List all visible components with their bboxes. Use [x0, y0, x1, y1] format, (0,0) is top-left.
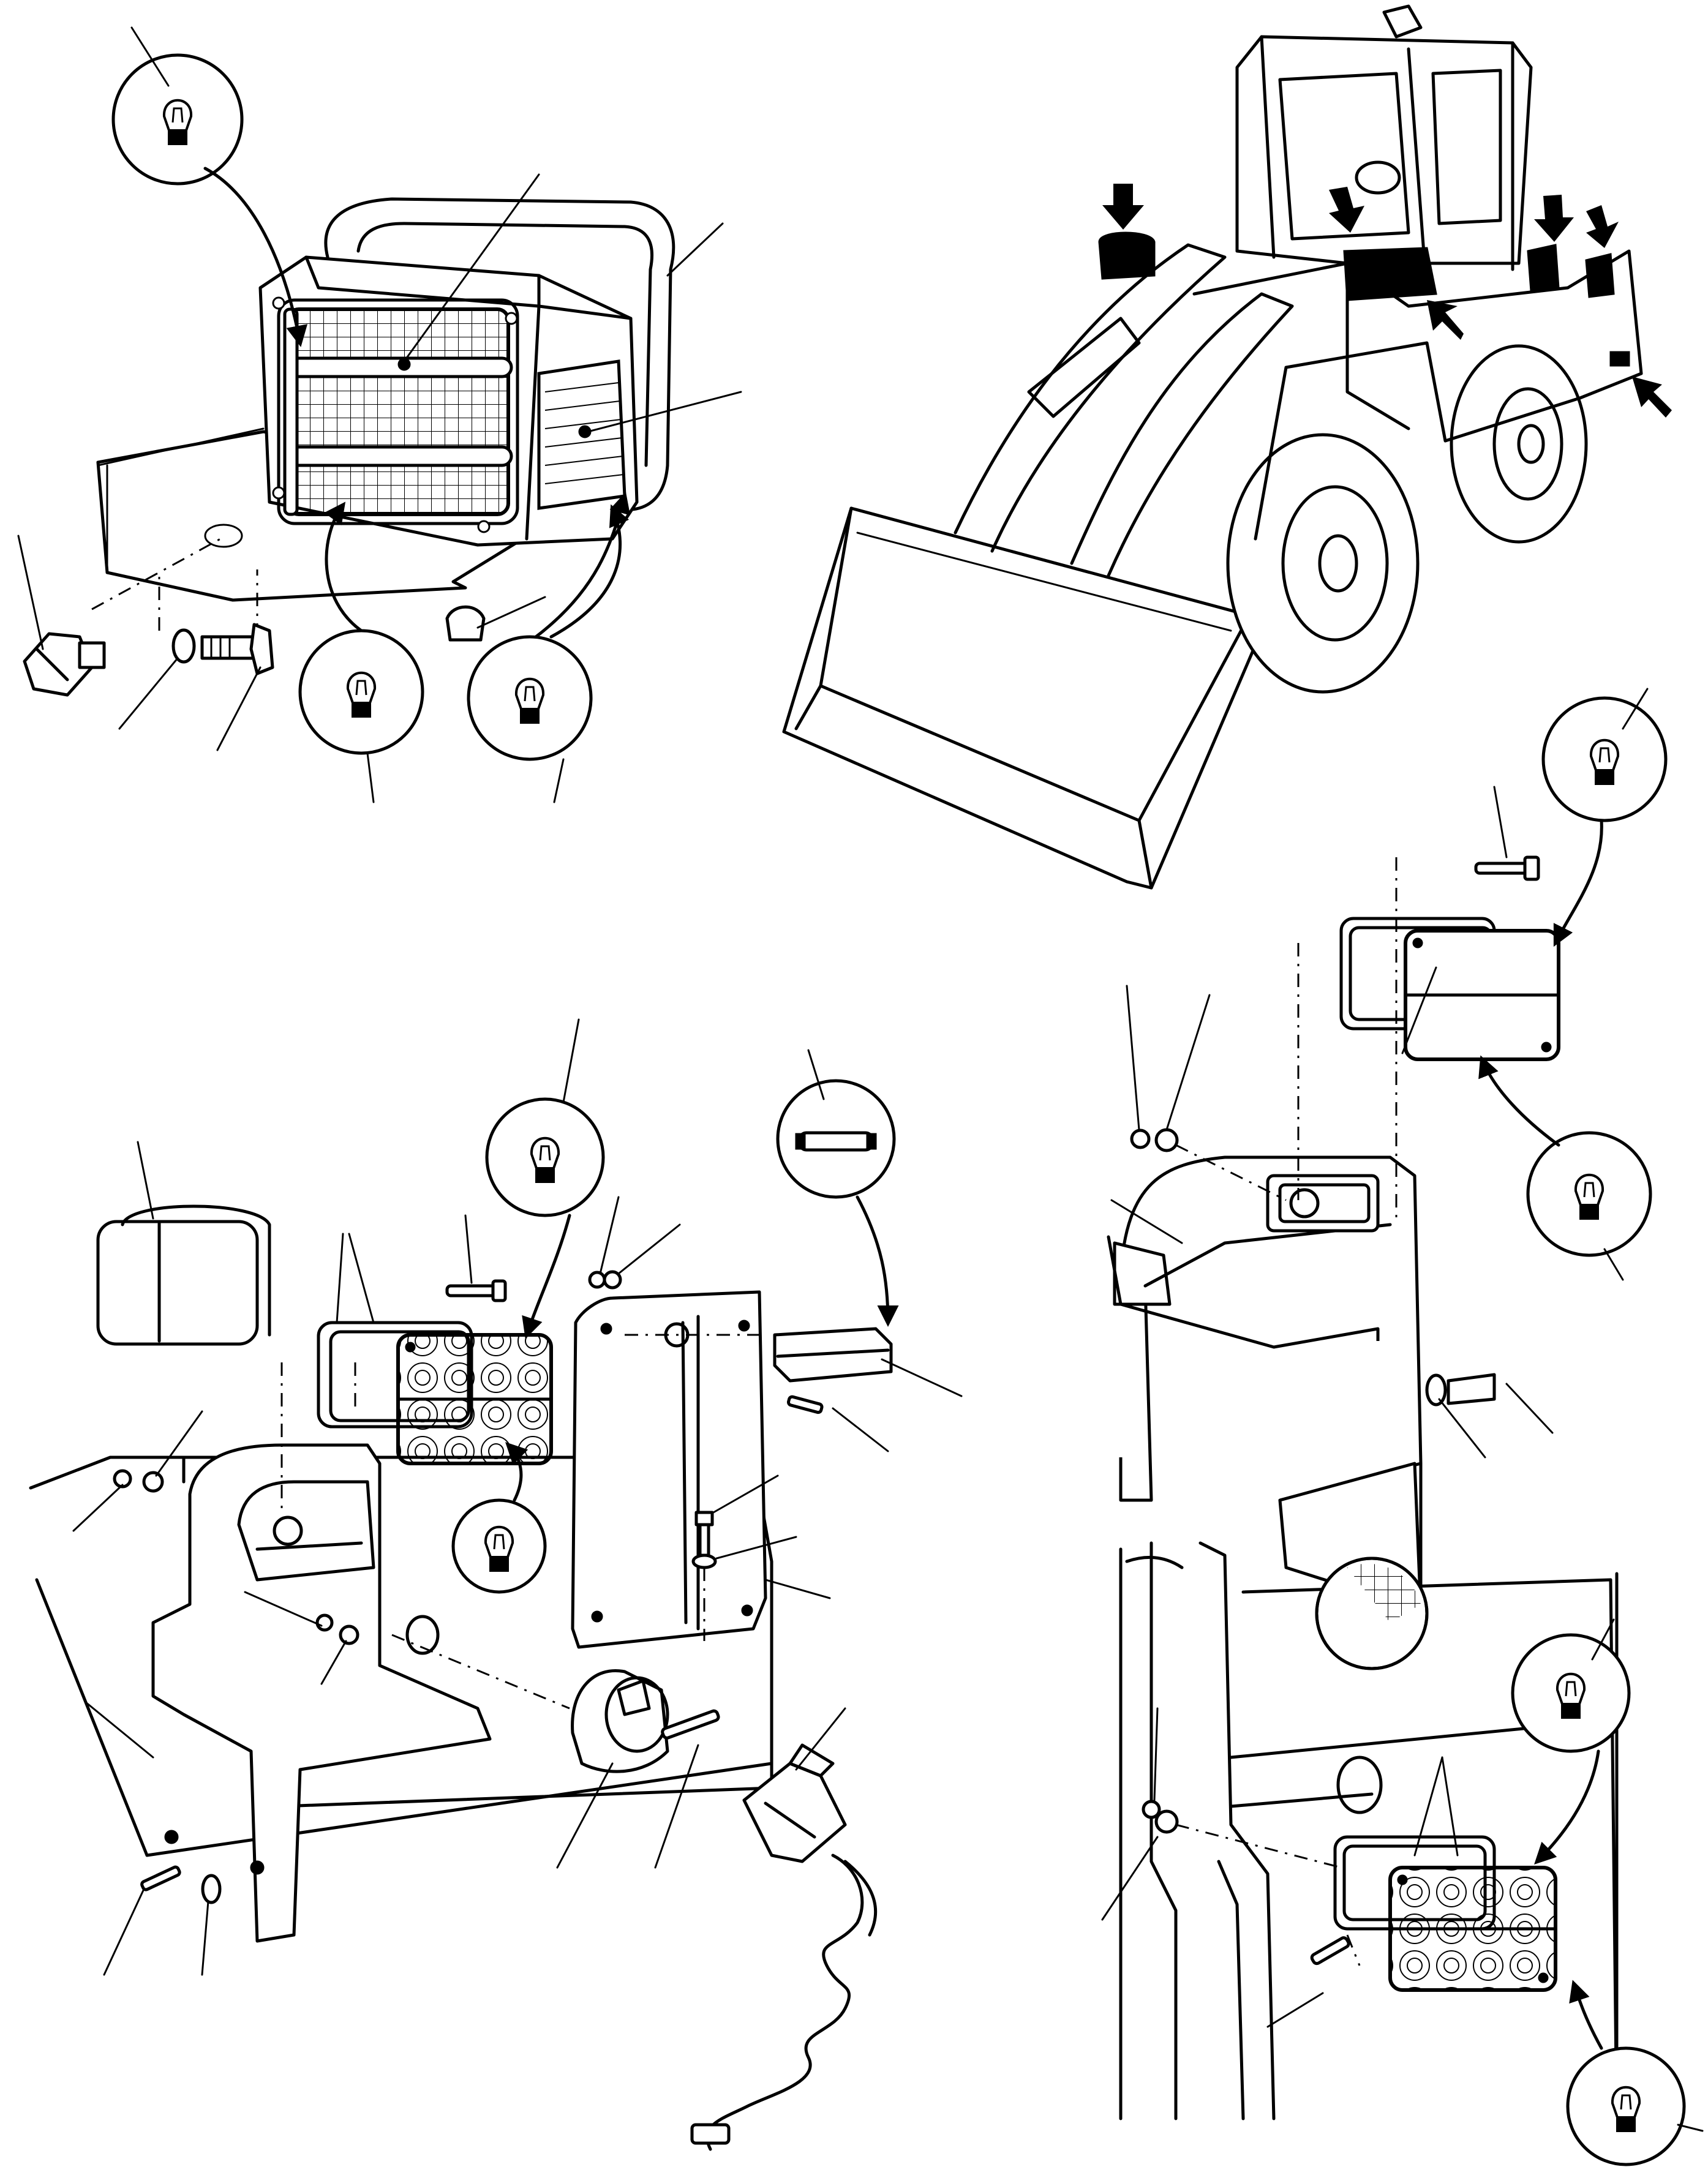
acorn-nut [445, 605, 486, 642]
bulb-icon [1589, 738, 1620, 785]
rear-wheel [1450, 344, 1588, 544]
bulb-detail-top [111, 53, 244, 186]
rear-lamp-socket-view [29, 1018, 963, 2151]
mounting-plate [571, 1290, 767, 1649]
washer [142, 1471, 164, 1493]
nut [113, 1469, 132, 1489]
bulb-detail-upper [1541, 696, 1668, 822]
hex-bolt [200, 623, 274, 675]
washer [171, 628, 196, 664]
washer [691, 1553, 717, 1569]
rear-combination-lamp [1339, 917, 1560, 1061]
bulb-detail-left [298, 629, 424, 755]
bulb-detail-top [485, 1097, 605, 1217]
nut [315, 1613, 334, 1632]
washer [1425, 1373, 1447, 1406]
washer [339, 1624, 359, 1645]
trailer-plug [742, 1743, 847, 1863]
bracket-hole [204, 524, 243, 548]
bulb-detail-lower [451, 1498, 547, 1594]
nut [1130, 1129, 1151, 1149]
bulb-icon [162, 99, 193, 145]
lamp-screw [1474, 855, 1540, 881]
pointer-arrow-icon [1102, 184, 1672, 418]
bulb-detail-upper [1511, 1633, 1631, 1753]
bulb-icon [1574, 1173, 1605, 1220]
bracket-upright [151, 1443, 492, 1943]
rear-lamp-bracket-view [1107, 688, 1668, 1612]
work-lamp-lens [286, 307, 510, 516]
festoon-bulb-detail [776, 1079, 896, 1199]
nut [1142, 1800, 1161, 1819]
plate-bolt [694, 1511, 714, 1557]
lamp-cover-block [96, 1204, 271, 1346]
lamp-support-hoop [324, 197, 675, 511]
socket-screw [661, 1709, 720, 1740]
rear-combination-lamp [1333, 1835, 1557, 1992]
front-wheel [1226, 433, 1420, 694]
loader-bucket [782, 506, 1263, 890]
lamp-screw [445, 1279, 507, 1302]
marker-lamp [773, 1327, 893, 1383]
lamp-screw [787, 1395, 824, 1414]
bulb-icon [530, 1136, 560, 1183]
bulb-icon [1611, 2086, 1641, 2132]
washer [1154, 1809, 1179, 1834]
bulb-icon [346, 671, 377, 718]
wheel-loader-view [782, 4, 1672, 890]
front-work-lamp-view [17, 26, 742, 803]
rear-lamp-frame-view [1101, 1541, 1704, 2166]
rear-combination-lamp [317, 1321, 553, 1465]
bulb-icon [484, 1525, 514, 1572]
bulb-icon [514, 677, 545, 724]
trailer-socket [571, 1669, 669, 1773]
bulb-detail-right [467, 635, 593, 761]
washer [1154, 1128, 1179, 1152]
lamp-position-markers [1098, 231, 1630, 367]
bolt [1447, 1373, 1496, 1405]
nut [588, 1271, 606, 1289]
bracket-screw [140, 1865, 181, 1891]
washer [201, 1874, 222, 1904]
washer [603, 1270, 622, 1290]
bulb-detail-lower [1566, 2046, 1686, 2166]
lamp-screw [1310, 1936, 1350, 1966]
coiled-cable [705, 1853, 864, 2151]
rotary-switch [23, 632, 106, 697]
bulb-icon [1556, 1672, 1586, 1719]
festoon-bulb-icon [795, 1131, 877, 1152]
bulb-detail-lower [1526, 1131, 1652, 1257]
operator-cab [1235, 4, 1533, 296]
